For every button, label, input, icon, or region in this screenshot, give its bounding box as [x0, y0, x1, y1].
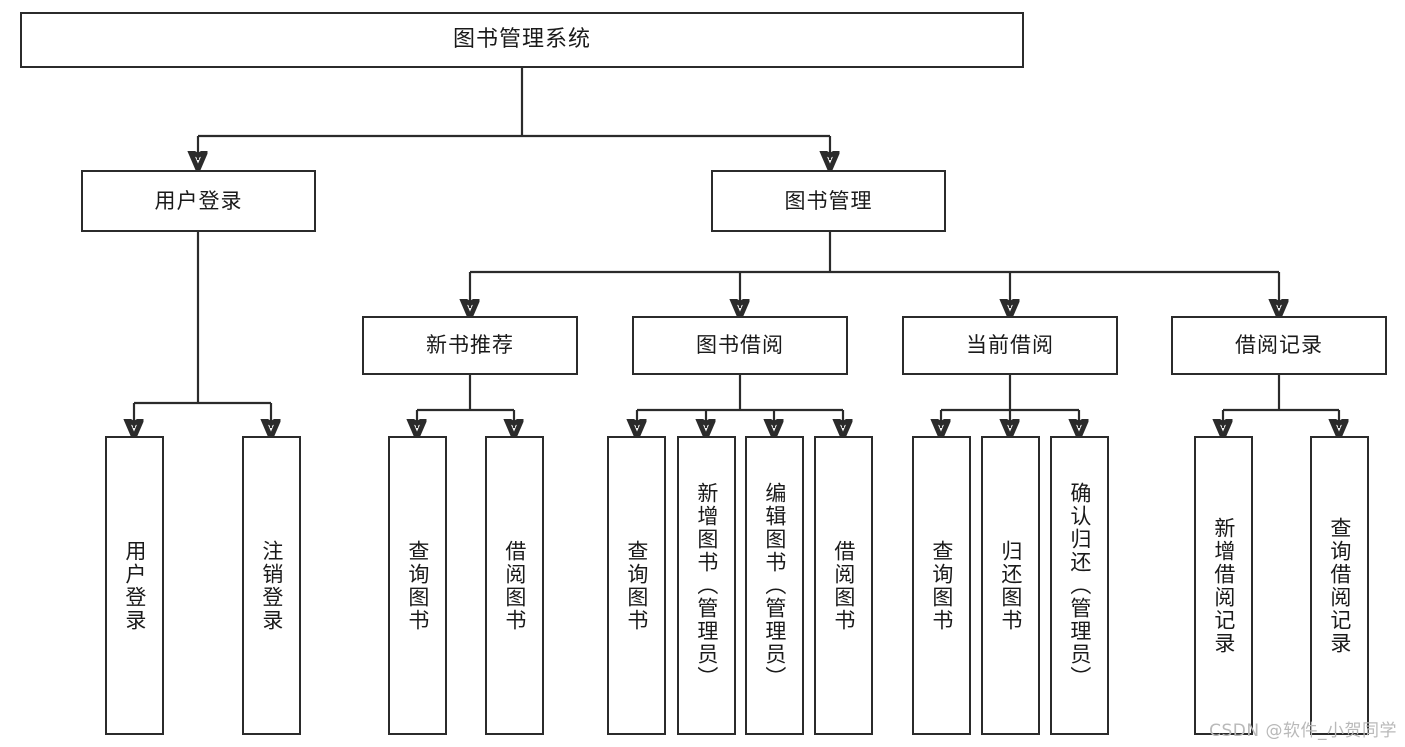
- node-label: 借阅记录: [1235, 333, 1323, 358]
- node-label: 查询借阅记录: [1327, 516, 1352, 655]
- node-label: 借阅图书: [831, 539, 856, 632]
- node-label: 查询图书: [929, 539, 954, 632]
- node-label: 图书管理: [784, 188, 873, 213]
- node-label: 图书管理系统: [452, 27, 591, 53]
- leaf-borrow-book-recommend[interactable]: 借阅图书: [485, 436, 544, 735]
- leaf-return-book[interactable]: 归还图书: [981, 436, 1040, 735]
- node-label: 新书推荐: [426, 333, 514, 358]
- leaf-borrow-book[interactable]: 借阅图书: [814, 436, 873, 735]
- leaf-logout[interactable]: 注销登录: [242, 436, 301, 735]
- node-label: 用户登录: [154, 188, 243, 213]
- leaf-add-book-admin[interactable]: 新增图书（管理员）: [677, 436, 736, 735]
- node-label: 注销登录: [259, 539, 284, 632]
- node-label: 图书借阅: [696, 333, 784, 358]
- node-book-management-system[interactable]: 图书管理系统: [20, 12, 1024, 68]
- node-current-borrowing[interactable]: 当前借阅: [902, 316, 1118, 375]
- node-label: 用户登录: [122, 539, 147, 632]
- node-label: 当前借阅: [966, 333, 1054, 358]
- node-label: 归还图书: [998, 539, 1023, 632]
- leaf-add-borrow-record[interactable]: 新增借阅记录: [1194, 436, 1253, 735]
- leaf-confirm-return-admin[interactable]: 确认归还（管理员）: [1050, 436, 1109, 735]
- node-book-borrowing[interactable]: 图书借阅: [632, 316, 848, 375]
- leaf-query-book-current[interactable]: 查询图书: [912, 436, 971, 735]
- leaf-query-borrow-record[interactable]: 查询借阅记录: [1310, 436, 1369, 735]
- node-label: 编辑图书（管理员）: [762, 482, 787, 689]
- node-new-book-recommendation[interactable]: 新书推荐: [362, 316, 578, 375]
- node-label: 借阅图书: [502, 539, 527, 632]
- leaf-user-login[interactable]: 用户登录: [105, 436, 164, 735]
- node-label: 新增图书（管理员）: [694, 482, 719, 689]
- node-label: 新增借阅记录: [1211, 516, 1236, 655]
- node-label: 查询图书: [405, 539, 430, 632]
- leaf-edit-book-admin[interactable]: 编辑图书（管理员）: [745, 436, 804, 735]
- leaf-query-book-borrow[interactable]: 查询图书: [607, 436, 666, 735]
- node-borrow-records[interactable]: 借阅记录: [1171, 316, 1387, 375]
- node-book-management[interactable]: 图书管理: [711, 170, 946, 232]
- leaf-query-book-recommend[interactable]: 查询图书: [388, 436, 447, 735]
- watermark-text: CSDN @软件_小贺同学: [1209, 721, 1397, 741]
- node-user-login[interactable]: 用户登录: [81, 170, 316, 232]
- node-label: 查询图书: [624, 539, 649, 632]
- node-label: 确认归还（管理员）: [1067, 482, 1092, 689]
